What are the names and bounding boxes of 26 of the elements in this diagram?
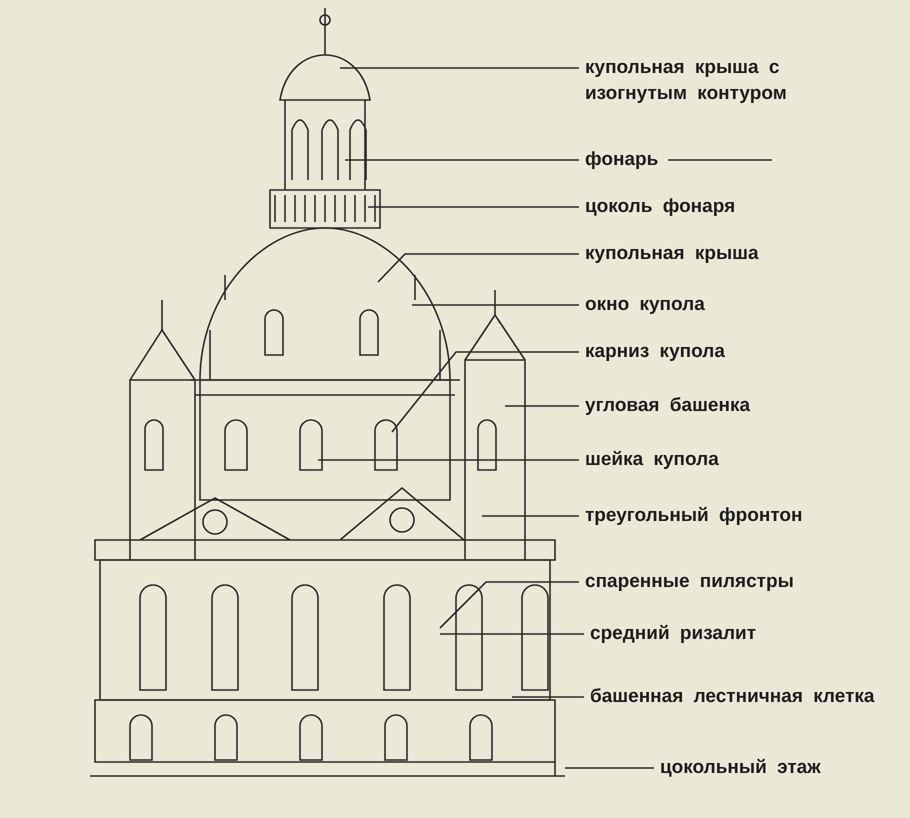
- part-label: окно купола: [585, 292, 705, 318]
- part-label: треугольный фронтон: [585, 503, 802, 529]
- part-label: средний ризалит: [590, 621, 756, 647]
- leader-line: [505, 405, 579, 407]
- part-label: угловая башенка: [585, 393, 750, 419]
- leader-line: [340, 67, 579, 69]
- leader-line: [345, 159, 579, 161]
- leader-line: [482, 515, 579, 517]
- leader-line: [512, 696, 584, 698]
- leader-line: [318, 459, 579, 461]
- part-label: фонарь: [585, 147, 658, 173]
- part-label: башенная лестничная клетка: [590, 684, 880, 710]
- leader-line: [368, 206, 579, 208]
- part-label: спаренные пилястры: [585, 569, 794, 595]
- part-label: купольная крыша: [585, 241, 759, 267]
- leader-line: [377, 253, 579, 283]
- part-label: шейка купола: [585, 447, 719, 473]
- part-label: цоколь фонаря: [585, 194, 736, 220]
- part-label: цокольный этаж: [660, 755, 821, 781]
- leader-line: [565, 767, 654, 769]
- leader-line: [439, 581, 579, 629]
- part-label: карниз купола: [585, 339, 725, 365]
- leader-line: [391, 351, 579, 432]
- part-label: купольная крыша с изогнутым контуром: [585, 55, 885, 107]
- leader-line: [412, 304, 579, 306]
- leader-line: [440, 633, 584, 635]
